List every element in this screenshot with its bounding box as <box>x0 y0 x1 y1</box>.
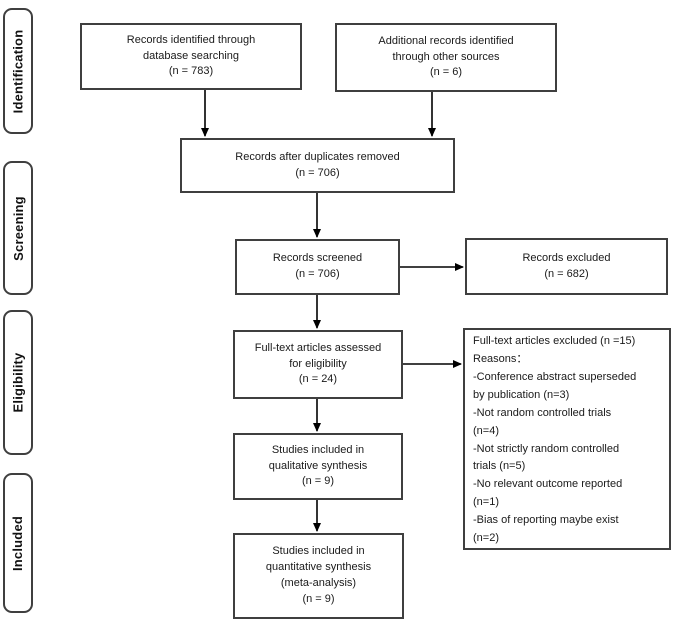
stage-label-identification: Identification <box>3 8 33 134</box>
box-fulltext-excluded: Full-text articles excluded (n =15) Reas… <box>463 328 671 550</box>
box-duplicates-removed: Records after duplicates removed (n = 70… <box>180 138 455 193</box>
box-quantitative-synthesis: Studies included in quantitative synthes… <box>233 533 404 619</box>
box-additional-records: Additional records identified through ot… <box>335 23 557 92</box>
stage-label-eligibility: Eligibility <box>3 310 33 455</box>
stage-label-identification-text: Identification <box>10 29 26 113</box>
stage-label-screening-text: Screening <box>10 195 26 261</box>
box-fulltext-assessed: Full-text articles assessed for eligibil… <box>233 330 403 399</box>
stage-label-included: Included <box>3 473 33 613</box>
box-records-screened: Records screened (n = 706) <box>235 239 400 295</box>
stage-label-included-text: Included <box>10 515 26 571</box>
box-qualitative-synthesis: Studies included in qualitative synthesi… <box>233 433 403 500</box>
stage-label-eligibility-text: Eligibility <box>10 352 26 413</box>
stage-label-screening: Screening <box>3 161 33 295</box>
box-records-excluded: Records excluded (n = 682) <box>465 238 668 295</box>
box-records-identified: Records identified through database sear… <box>80 23 302 90</box>
